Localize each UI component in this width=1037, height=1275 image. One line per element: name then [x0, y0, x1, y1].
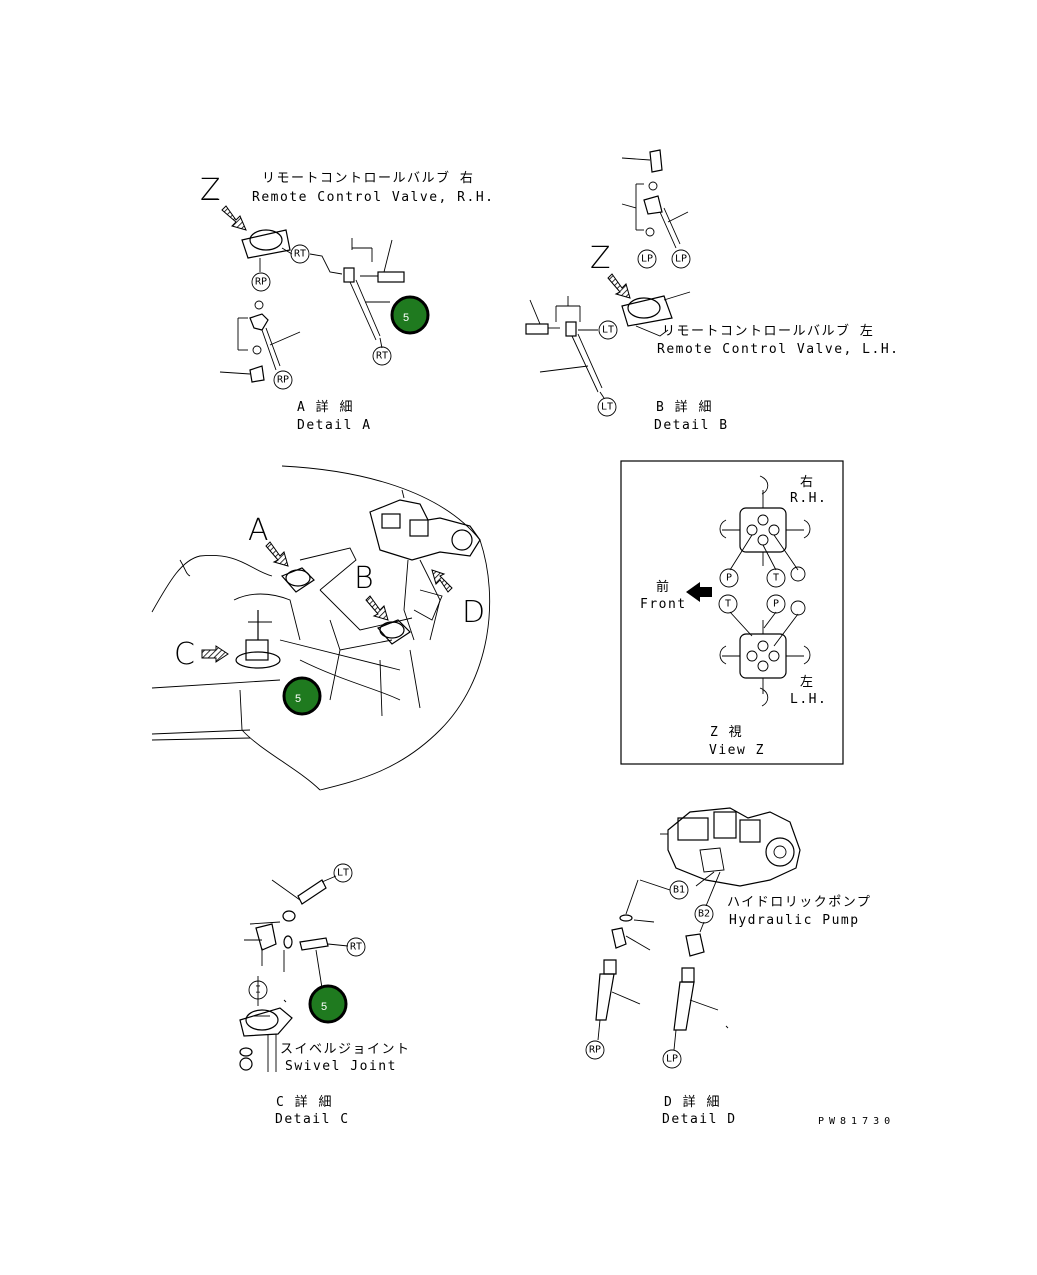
detail-b-caption-jp: B 詳 細	[656, 399, 713, 415]
svg-text:RT: RT	[376, 351, 388, 362]
front-arrow-icon	[686, 582, 712, 602]
port-tag-t: T	[718, 594, 738, 614]
port-tag-lp: LP	[637, 249, 657, 269]
detail-c-caption-jp: C 詳 細	[276, 1094, 333, 1110]
svg-text:T: T	[773, 573, 779, 584]
swivel-joint	[239, 1007, 293, 1037]
svg-text:B1: B1	[673, 885, 685, 896]
svg-text:RP: RP	[589, 1045, 601, 1056]
remote-valve-lh-en: Remote Control Valve, L.H.	[657, 342, 900, 357]
detail-c: LT RT I 5 スイベルジョイント Swivel Joint C 詳 細 D…	[239, 863, 411, 1127]
detail-letter-d: D	[462, 595, 485, 630]
svg-text:5: 5	[403, 312, 409, 324]
port-tag-rt: RT	[290, 244, 310, 264]
detail-b: Z リモートコントロールバルブ 左 Remote Control Valve, …	[525, 149, 900, 433]
port-tag-lt: LT	[598, 320, 618, 340]
swivel-joint-jp: スイベルジョイント	[280, 1042, 411, 1057]
part-hotspot-5[interactable]: 5	[282, 676, 322, 716]
hydraulic-pump-en: Hydraulic Pump	[729, 913, 860, 928]
hydraulic-pump-assembly	[369, 499, 481, 561]
svg-text:5: 5	[295, 693, 301, 705]
detail-a-caption-jp: A 詳 細	[297, 399, 354, 415]
detail-letter-c: C	[174, 637, 195, 672]
valve-top-view-lh	[719, 611, 811, 707]
port-tag-rp: RP	[585, 1040, 605, 1060]
detail-letter-b: B	[354, 561, 374, 596]
swivel-joint-en: Swivel Joint	[285, 1059, 397, 1074]
svg-text:LP: LP	[666, 1054, 678, 1065]
svg-text:LT: LT	[602, 325, 614, 336]
rh-label-jp: 右	[800, 475, 815, 490]
hydraulic-pump-jp: ハイドロリックポンプ	[727, 895, 871, 910]
view-z-caption-jp: Z 視	[710, 725, 743, 740]
detail-a-caption-en: Detail A	[297, 418, 372, 433]
svg-text:LP: LP	[641, 254, 653, 265]
lh-label-en: L.H.	[790, 692, 827, 707]
port-tag-lp: LP	[662, 1049, 682, 1069]
front-label-jp: 前	[656, 579, 671, 595]
detail-c-caption-en: Detail C	[275, 1112, 350, 1127]
svg-text:I: I	[255, 985, 261, 996]
svg-text:P: P	[726, 573, 732, 584]
port-tag-rt: RT	[346, 937, 366, 957]
svg-text:RT: RT	[294, 249, 306, 260]
port-tag-i: I	[248, 980, 268, 1000]
part-hotspot-5[interactable]: 5	[308, 984, 348, 1024]
drawing-number: PW81730	[818, 1116, 895, 1127]
remote-valve-lh-jp: リモートコントロールバルブ 左	[662, 323, 874, 339]
svg-text:5: 5	[321, 1001, 327, 1013]
part-hotspot-5[interactable]: 5	[390, 295, 430, 335]
port-tag-rt: RT	[372, 346, 392, 366]
detail-letter-a: A	[248, 513, 269, 548]
remote-valve-lh	[621, 295, 673, 327]
detail-b-caption-en: Detail B	[654, 418, 729, 433]
machine-overview: A B C D 5	[151, 465, 491, 791]
view-z-panel: 右 R.H. P T 前 Front	[620, 460, 844, 765]
direction-arrow-icon	[607, 273, 631, 299]
port-tag-t: T	[766, 568, 786, 588]
port-tag-lp: LP	[671, 249, 691, 269]
svg-text:P: P	[773, 599, 779, 610]
port-tag-b2: B2	[694, 904, 714, 924]
view-z-letter-b: Z	[590, 241, 611, 276]
port-tag-rp: RP	[273, 370, 293, 390]
port-tag-p: P	[719, 568, 739, 588]
rh-label-en: R.H.	[790, 491, 827, 506]
lh-label-jp: 左	[800, 675, 815, 690]
front-label-en: Front	[640, 597, 687, 612]
svg-text:RP: RP	[277, 375, 289, 386]
port-tag-lt: LT	[597, 397, 617, 417]
direction-arrow-icon	[365, 595, 389, 621]
remote-valve-rh	[241, 229, 291, 259]
svg-text:LT: LT	[601, 402, 613, 413]
detail-d-caption-jp: D 詳 細	[664, 1094, 721, 1110]
hydraulic-pump	[667, 807, 801, 887]
detail-d-caption-en: Detail D	[662, 1112, 737, 1127]
remote-valve-rh-jp: リモートコントロールバルブ 右	[262, 170, 474, 186]
view-z-letter-a: Z	[200, 173, 221, 208]
detail-a: Z リモートコントロールバルブ 右 Remote Control Valve, …	[200, 170, 495, 433]
port-tag-p: P	[766, 594, 786, 614]
port-tag-b1: B1	[669, 880, 689, 900]
svg-text:LT: LT	[337, 868, 349, 879]
view-z-caption-en: View Z	[709, 743, 765, 758]
direction-arrow-icon	[221, 205, 247, 231]
direction-arrow-icon	[201, 645, 229, 663]
direction-arrow-icon	[265, 541, 289, 567]
port-tag-rp: RP	[251, 272, 271, 292]
valve-top-view-rh	[719, 475, 811, 571]
svg-text:RT: RT	[350, 942, 362, 953]
svg-text:T: T	[725, 599, 731, 610]
direction-arrow-icon	[431, 569, 453, 593]
detail-d: ハイドロリックポンプ Hydraulic Pump B1 B2 RP	[585, 807, 871, 1127]
svg-text:RP: RP	[255, 277, 267, 288]
port-tag-lt: LT	[333, 863, 353, 883]
remote-valve-rh-en: Remote Control Valve, R.H.	[252, 190, 495, 205]
svg-text:B2: B2	[698, 909, 710, 920]
svg-text:LP: LP	[675, 254, 687, 265]
